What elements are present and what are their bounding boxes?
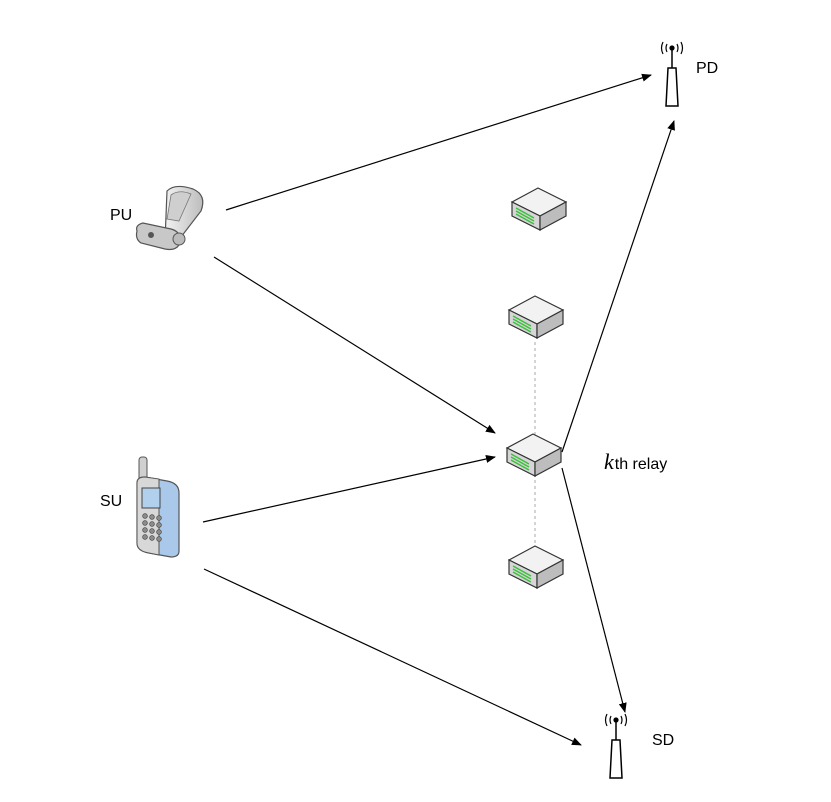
kth-relay-router-icon: [505, 433, 563, 478]
pd-label: PD: [696, 60, 718, 77]
su-label: SU: [100, 493, 122, 510]
link-su-to-relay: [202, 455, 496, 523]
pu-flip-phone-icon: [135, 185, 204, 251]
relay-router-icon: [507, 545, 565, 590]
relay-router-icon: [507, 295, 565, 340]
link-su-to-sd: [203, 568, 582, 746]
sd-antenna-tower-icon: [604, 713, 628, 779]
pu-label: PU: [110, 207, 132, 224]
sd-label: SD: [652, 732, 674, 749]
kth-relay-label: kth relay: [604, 449, 667, 474]
relay-router-icon: [510, 187, 568, 232]
link-relay-to-sd: [561, 467, 627, 713]
link-relay-to-pd: [561, 120, 675, 453]
su-mobile-phone-icon: [136, 456, 180, 558]
relay-index-variable: k: [604, 449, 615, 474]
link-pu-to-relay: [213, 256, 496, 434]
relay-label-suffix: th relay: [615, 456, 667, 473]
link-pu-to-pd: [225, 73, 652, 211]
pd-antenna-tower-icon: [660, 41, 684, 107]
